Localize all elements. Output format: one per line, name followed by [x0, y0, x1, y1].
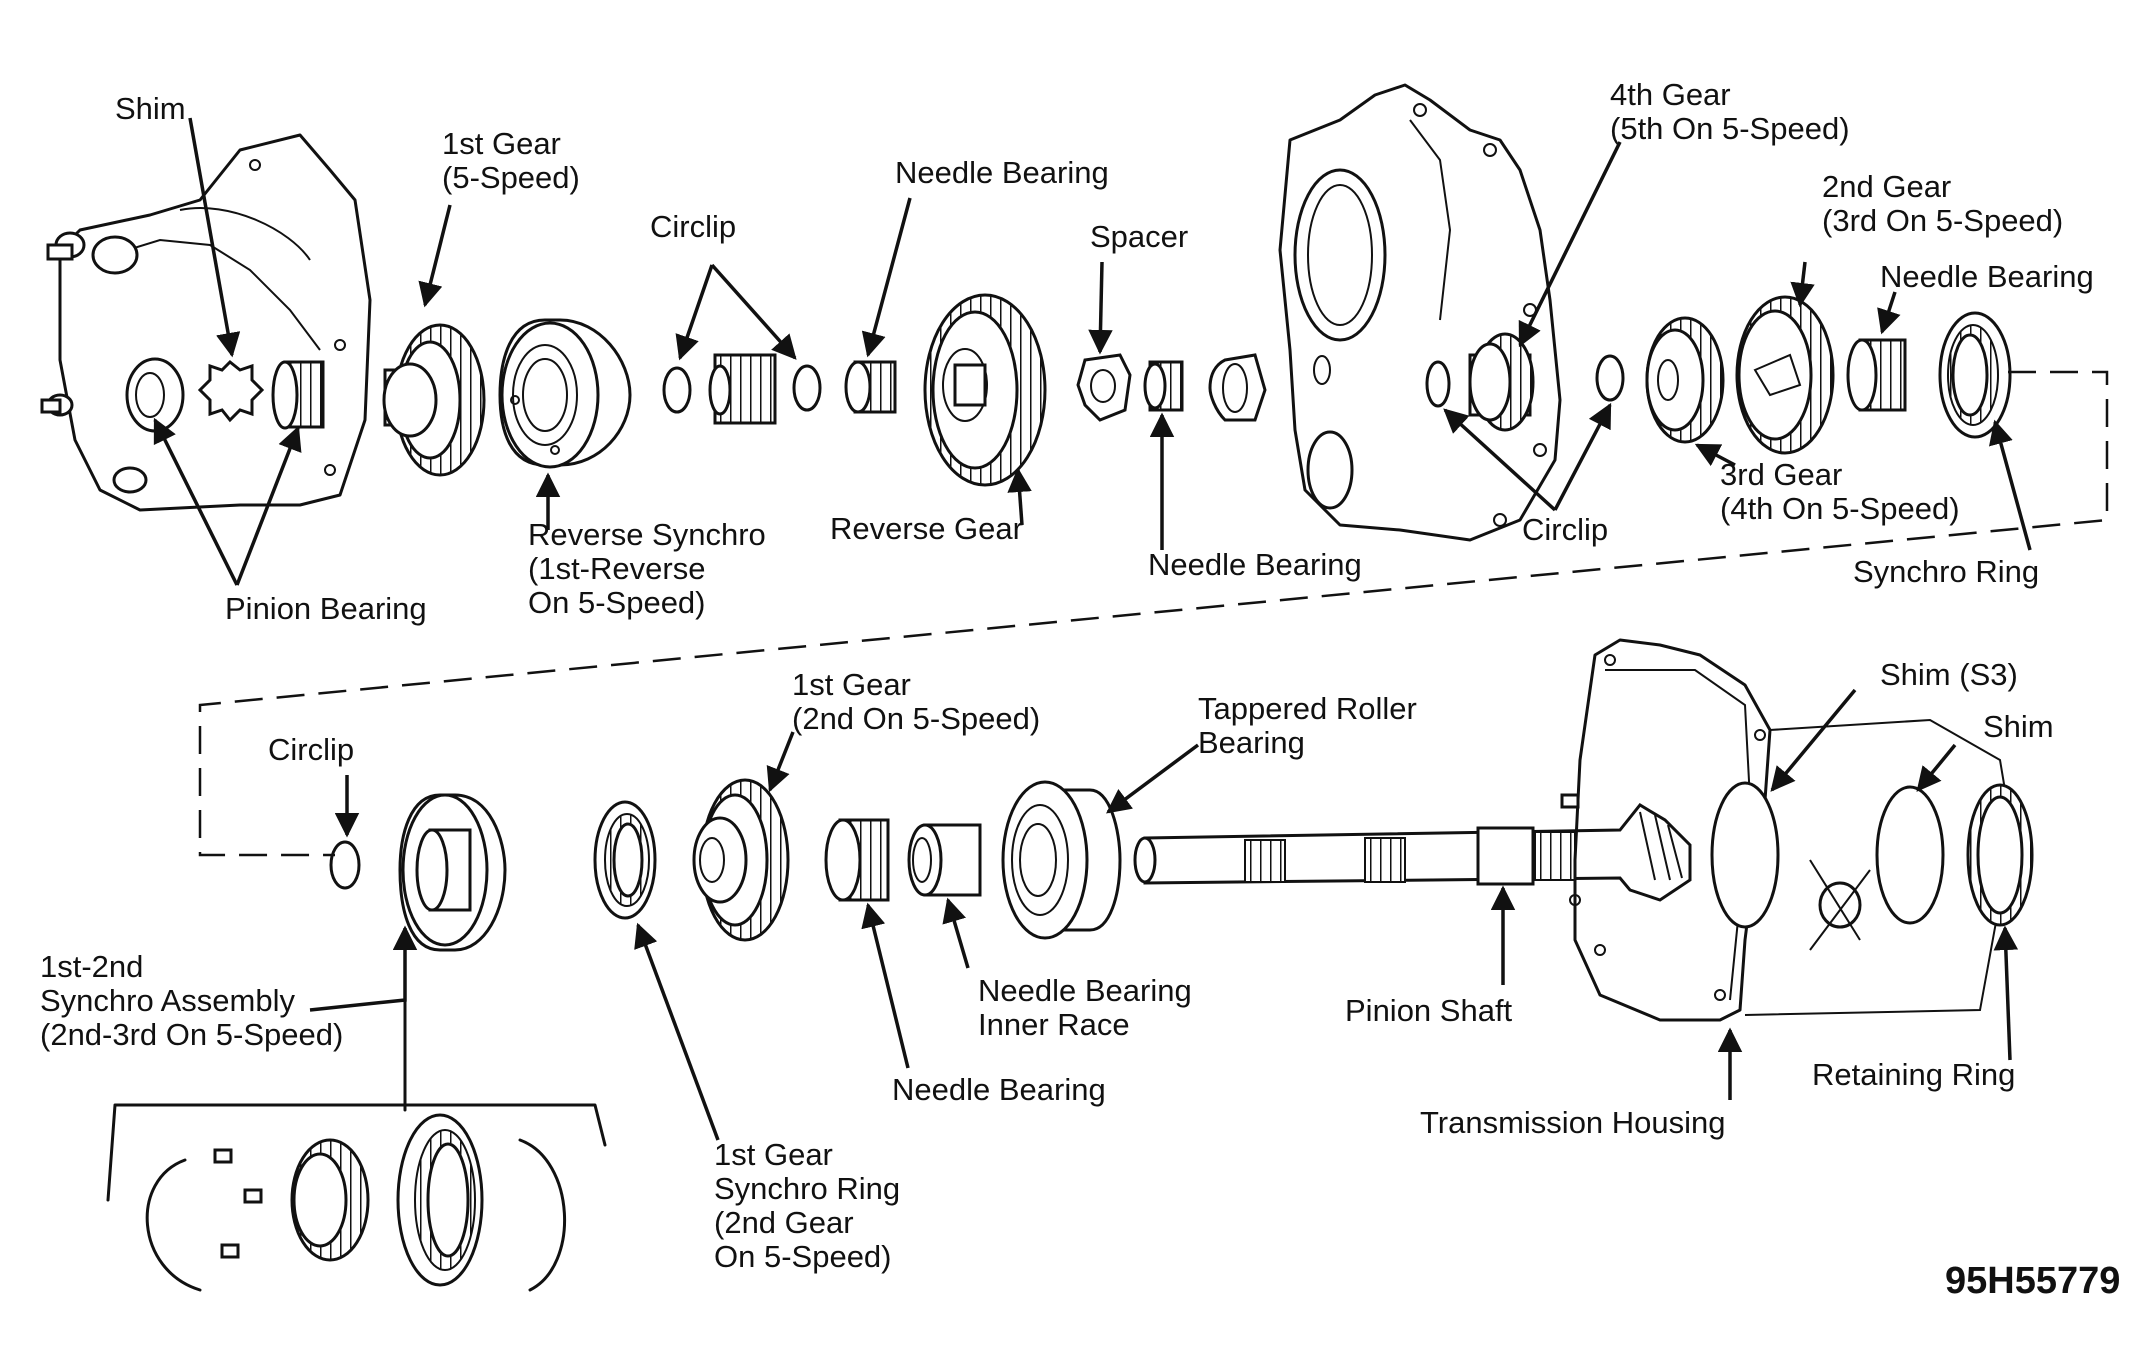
label-reverse-synchro: Reverse Synchro (1st-Reverse On 5-Speed) — [528, 517, 766, 620]
circlip-top-left-drawing — [662, 366, 692, 414]
third-gear-drawing — [1645, 316, 1725, 444]
pinion-shaft-drawing — [1133, 803, 1692, 902]
first-gear-lower-drawing — [692, 778, 790, 942]
needle-inner-race-drawing — [907, 823, 982, 897]
label-pinion-shaft: Pinion Shaft — [1345, 993, 1513, 1028]
label-fourth-gear: 4th Gear (5th On 5-Speed) — [1610, 77, 1850, 146]
needle-bearing-right-drawing — [1846, 338, 1907, 412]
label-third-gear: 3rd Gear (4th On 5-Speed) — [1720, 457, 1960, 526]
label-reverse-gear: Reverse Gear — [830, 511, 1023, 546]
label-needle-bearing-right: Needle Bearing — [1880, 259, 2094, 294]
tapered-roller-bearing-drawing — [1001, 780, 1122, 940]
label-retaining-ring: Retaining Ring — [1812, 1057, 2016, 1092]
label-needle-bearing-top: Needle Bearing — [895, 155, 1109, 190]
synchro-assembly-drawing — [398, 793, 507, 952]
shim-top-drawing — [197, 359, 265, 423]
needle-bearing-top-drawing — [844, 360, 897, 414]
label-synchro-assembly: 1st-2nd Synchro Assembly (2nd-3rd On 5-S… — [40, 949, 344, 1052]
shim-lower-drawing — [1875, 785, 1945, 925]
label-shim-s3: Shim (S3) — [1880, 657, 2018, 692]
first-gear-synchro-ring-drawing — [593, 800, 657, 920]
shim-s3-drawing — [1710, 781, 1780, 929]
extension-housing-drawing — [40, 133, 372, 512]
label-second-gear: 2nd Gear (3rd On 5-Speed) — [1822, 169, 2064, 238]
label-shim-top: Shim — [115, 91, 186, 126]
circlip-mid-left-drawing — [1425, 360, 1451, 408]
first-gear-5speed-drawing — [382, 323, 486, 477]
needle-bearing-lower-drawing — [824, 818, 890, 902]
label-first-gear-synchro-ring: 1st Gear Synchro Ring (2nd Gear On 5-Spe… — [714, 1137, 901, 1274]
leader-lines — [153, 117, 2032, 1141]
needle-bearing-mid-drawing — [1143, 360, 1184, 412]
label-first-gear-5speed: 1st Gear (5-Speed) — [442, 126, 580, 195]
reverse-synchro-drawing — [498, 318, 632, 469]
circlip-lower-drawing — [329, 840, 361, 890]
circlip-top-right-drawing — [792, 364, 822, 412]
label-spacer: Spacer — [1090, 219, 1189, 254]
label-shim-lower: Shim — [1983, 709, 2054, 744]
spacer-drawing — [1076, 353, 1132, 422]
label-first-gear-lower: 1st Gear (2nd On 5-Speed) — [792, 667, 1041, 736]
label-transmission-housing: Transmission Housing — [1420, 1105, 1726, 1140]
synchro-ring-drawing — [1938, 311, 2012, 439]
pinion-bearing-drawing — [125, 357, 325, 433]
circlip-mid-right-drawing — [1595, 354, 1625, 402]
label-needle-bearing-mid: Needle Bearing — [1148, 547, 1362, 582]
label-needle-bearing-lower: Needle Bearing — [892, 1072, 1106, 1107]
label-pinion-bearing: Pinion Bearing — [225, 591, 427, 626]
second-gear-drawing — [1735, 295, 1835, 455]
label-circlip-mid: Circlip — [1522, 512, 1609, 547]
label-needle-inner-race: Needle Bearing Inner Race — [978, 973, 1192, 1042]
label-synchro-ring: Synchro Ring — [1853, 554, 2040, 589]
label-tapered-roller-bearing: Tappered Roller Bearing — [1198, 691, 1417, 760]
reverse-gear-drawing — [923, 293, 1047, 487]
fourth-gear-drawing — [1468, 332, 1535, 432]
label-circlip-lower: Circlip — [268, 732, 355, 767]
retaining-ring-drawing — [1966, 783, 2034, 927]
dashed-assembly-path — [198, 370, 2109, 857]
bearing-race-drawing — [1208, 353, 1267, 422]
small-gear-cluster-drawing — [708, 353, 777, 425]
label-circlip-top: Circlip — [650, 209, 737, 244]
synchro-assembly-bracket-drawing — [106, 998, 607, 1292]
figure-code: 95H55779 — [1945, 1260, 2121, 1302]
intermediate-plate-drawing — [1278, 83, 1562, 542]
